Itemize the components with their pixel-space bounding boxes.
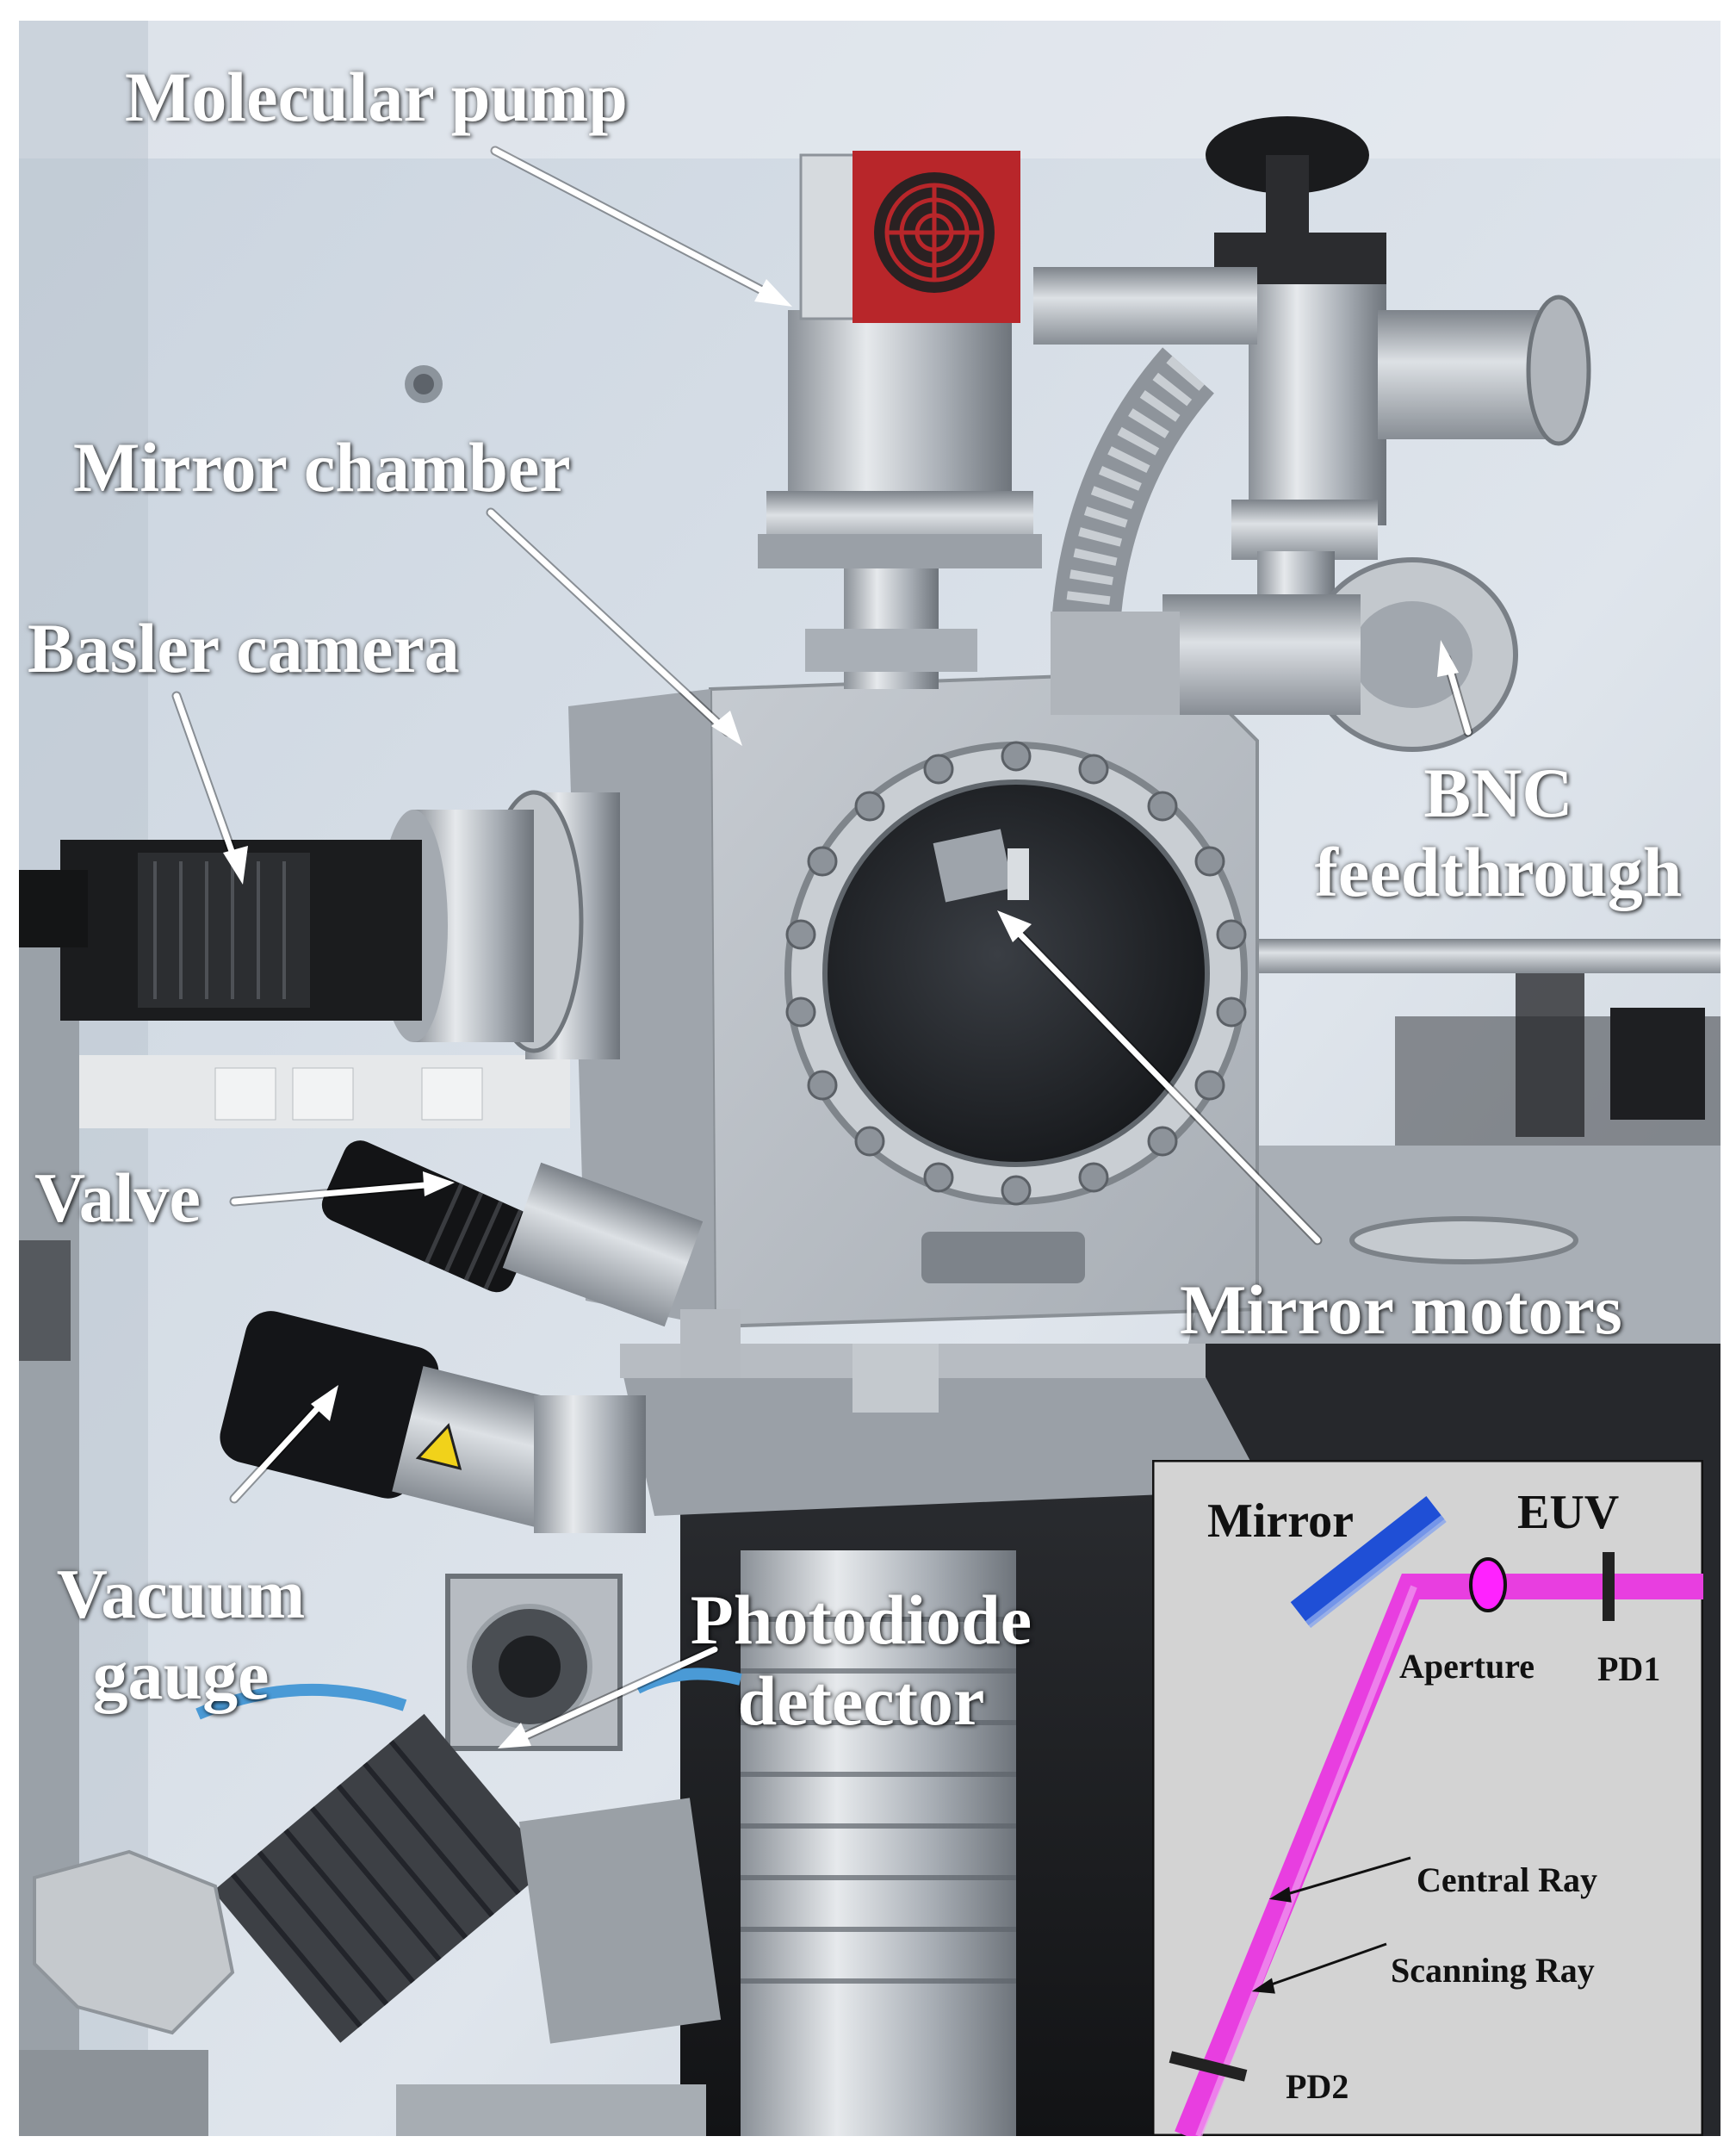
label-vacuum-line1: Vacuum xyxy=(56,1555,306,1633)
mirror-element xyxy=(1290,1496,1445,1625)
inset-label-mirror: Mirror xyxy=(1207,1494,1354,1548)
aperture-element xyxy=(1469,1557,1507,1612)
inset-label-central-ray: Central Ray xyxy=(1417,1860,1597,1899)
label-vacuum-gauge: Vacuum gauge xyxy=(26,1559,336,1711)
inset-label-euv: EUV xyxy=(1517,1486,1620,1539)
label-molecular-pump: Molecular pump xyxy=(125,58,628,136)
label-photodiode-line1: Photodiode xyxy=(690,1581,1032,1659)
inset-label-pd1: PD1 xyxy=(1597,1649,1661,1688)
inset-label-scanning-ray: Scanning Ray xyxy=(1391,1951,1595,1990)
label-photodiode-detector: Photodiode detector xyxy=(654,1585,1068,1736)
inset-label-aperture: Aperture xyxy=(1399,1647,1534,1686)
label-vacuum-line2: gauge xyxy=(92,1636,270,1714)
label-bnc-line2: feedthrough xyxy=(1314,833,1683,911)
label-basler-camera: Basler camera xyxy=(28,609,460,687)
label-mirror-motors: Mirror motors xyxy=(1180,1270,1622,1349)
scanning-ray-overlay xyxy=(1195,1585,1417,2136)
label-mirror-chamber: Mirror chamber xyxy=(73,428,571,506)
label-photodiode-line2: detector xyxy=(737,1661,985,1740)
label-bnc-feedthrough: BNC feedthrough xyxy=(1283,758,1714,908)
pd2-element xyxy=(1169,2051,1248,2082)
inset-label-pd2: PD2 xyxy=(1286,2067,1349,2106)
pd1-element xyxy=(1603,1552,1615,1621)
label-valve: Valve xyxy=(34,1158,201,1237)
label-bnc-line1: BNC xyxy=(1423,754,1573,832)
inset-schematic xyxy=(1152,1460,1703,2136)
